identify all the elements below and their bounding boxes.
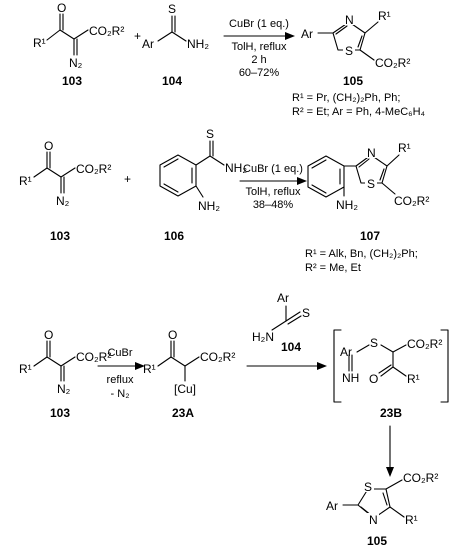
substituent-r1-definition: R¹ = Pr, (CH₂)₂Ph, Ph; [292, 92, 400, 104]
substituent-r1-definition: R¹ = Alk, Bn, (CH₂)₂Ph; [305, 248, 418, 260]
scheme-1: O R¹ CO₂R² N₂ 103 + S Ar NH₂ 104 CuBr (1… [33, 1, 426, 118]
compound-number-23a: 23A [172, 406, 194, 420]
substituent-r2-definition: R² = Me, Et [305, 262, 361, 274]
r1-label: R¹ [407, 372, 420, 386]
compound-104-structure: S Ar NH₂ 104 [142, 2, 209, 88]
ester-co2r2-label: CO₂R² [407, 337, 442, 351]
scheme-3: O R¹ CO₂R² N₂ 103 CuBr reflux - N₂ O R¹ … [19, 291, 449, 548]
reaction-arrow-3a: CuBr reflux - N₂ [97, 347, 145, 400]
oxygen-atom-label: O [369, 372, 378, 386]
ester-co2r2-label: CO₂R² [76, 350, 111, 364]
nh2-label: NH₂ [187, 37, 209, 51]
sulfur-atom-label: S [370, 336, 378, 350]
r1-label: R¹ [378, 9, 391, 23]
reaction-arrow-1: CuBr (1 eq.) TolH, reflux 2 h 60–72% [223, 18, 295, 79]
compound-number-105: 105 [343, 74, 363, 88]
substituent-r2-ar-definition: R² = Et; Ar = Ph, 4-MeC₆H₄ [292, 106, 426, 118]
ester-co2r2-label: CO₂R² [200, 350, 235, 364]
thiazole-sulfur-label: S [345, 44, 353, 58]
condition-n2-loss-label: - N₂ [111, 388, 130, 400]
compound-106-structure: S NH₂ NH₂ 106 [159, 127, 247, 243]
reagent-cubr-label: CuBr [107, 347, 132, 359]
nh2-aniline-label: NH₂ [336, 198, 358, 212]
nh2-thioamide-label: NH₂ [225, 161, 247, 175]
compound-number-23b: 23B [380, 406, 402, 420]
r1-label: R¹ [19, 362, 32, 376]
compound-103-structure: O R¹ CO₂R² N₂ 103 [19, 328, 111, 420]
compound-number-105: 105 [367, 534, 387, 548]
condition-solvent-label: TolH, reflux [231, 41, 287, 53]
sulfur-atom-label: S [168, 2, 176, 16]
ester-co2r2-label: CO₂R² [89, 24, 124, 38]
thiazole-sulfur-label: S [367, 177, 375, 191]
thiazole-sulfur-label: S [364, 480, 372, 494]
ar-label: Ar [277, 291, 289, 305]
compound-number-106: 106 [164, 229, 184, 243]
compound-number-103: 103 [62, 74, 82, 88]
compound-number-104: 104 [281, 340, 301, 354]
scheme-2: O R¹ CO₂R² N₂ 103 + S NH₂ NH₂ 106 [19, 127, 429, 274]
r1-label: R¹ [398, 141, 411, 155]
compound-104-structure: Ar S H₂N 104 [252, 291, 310, 354]
condition-solvent-label: TolH, reflux [245, 186, 301, 198]
h2n-label: H₂N [252, 330, 274, 344]
compound-number-103: 103 [50, 406, 70, 420]
reaction-arrow-3b [246, 362, 327, 370]
compound-105-structure: S N Ar CO₂R² R¹ 105 [326, 471, 438, 548]
diazo-n2-label: N₂ [56, 194, 70, 208]
copper-carbenoid-label: [Cu] [174, 382, 196, 396]
imine-nh-label: NH [342, 371, 359, 385]
oxygen-atom-label: O [44, 328, 53, 342]
r1-label: R¹ [143, 362, 156, 376]
compound-23a-structure: O R¹ CO₂R² [Cu] 23A [143, 328, 235, 420]
compound-103-structure: O R¹ CO₂R² N₂ 103 [33, 1, 124, 88]
reagent-cubr-label: CuBr (1 eq.) [243, 163, 303, 175]
reagent-cubr-label: CuBr (1 eq.) [229, 18, 289, 30]
compound-103-structure: O R¹ CO₂R² N₂ 103 [19, 139, 111, 243]
ester-co2r2-label: CO₂R² [375, 56, 410, 70]
oxygen-atom-label: O [57, 1, 66, 15]
thiazole-nitrogen-label: N [369, 513, 378, 527]
condition-reflux-label: reflux [107, 374, 134, 386]
diazo-n2-label: N₂ [57, 382, 71, 396]
ester-co2r2-label: CO₂R² [403, 471, 438, 485]
r1-label: R¹ [405, 513, 418, 527]
compound-number-107: 107 [360, 229, 380, 243]
oxygen-atom-label: O [168, 328, 177, 342]
plus-sign: + [124, 172, 131, 186]
ar-label: Ar [326, 499, 338, 513]
yield-label: 60–72% [239, 67, 280, 79]
r1-label: R¹ [33, 36, 46, 50]
diazo-n2-label: N₂ [69, 56, 83, 70]
r1-label: R¹ [19, 174, 32, 188]
compound-105-structure: N S Ar R¹ CO₂R² 105 R¹ = Pr, (CH₂)₂Ph, P… [292, 9, 426, 118]
thiazole-nitrogen-label: N [345, 13, 354, 27]
sulfur-atom-label: S [302, 306, 310, 320]
reaction-arrow-3c [386, 425, 394, 477]
ester-co2r2-label: CO₂R² [76, 162, 111, 176]
thiazole-nitrogen-label: N [367, 146, 376, 160]
yield-label: 38–48% [253, 199, 294, 211]
nh2-aniline-label: NH₂ [198, 199, 220, 213]
condition-time-label: 2 h [251, 54, 266, 66]
compound-107-structure: N S R¹ CO₂R² NH₂ 107 R¹ = Alk, Bn, (CH₂)… [305, 141, 429, 274]
intermediate-23b-structure: Ar S NH CO₂R² O R¹ 23B [333, 329, 449, 420]
ar-label: Ar [340, 345, 352, 359]
oxygen-atom-label: O [44, 139, 53, 153]
reaction-arrow-2: CuBr (1 eq.) TolH, reflux 38–48% [239, 163, 307, 211]
compound-number-104: 104 [162, 74, 182, 88]
ester-co2r2-label: CO₂R² [394, 194, 429, 208]
ar-label: Ar [142, 37, 154, 51]
compound-number-103: 103 [50, 229, 70, 243]
ar-label: Ar [301, 27, 313, 41]
sulfur-atom-label: S [206, 127, 214, 141]
plus-sign: + [134, 29, 141, 43]
